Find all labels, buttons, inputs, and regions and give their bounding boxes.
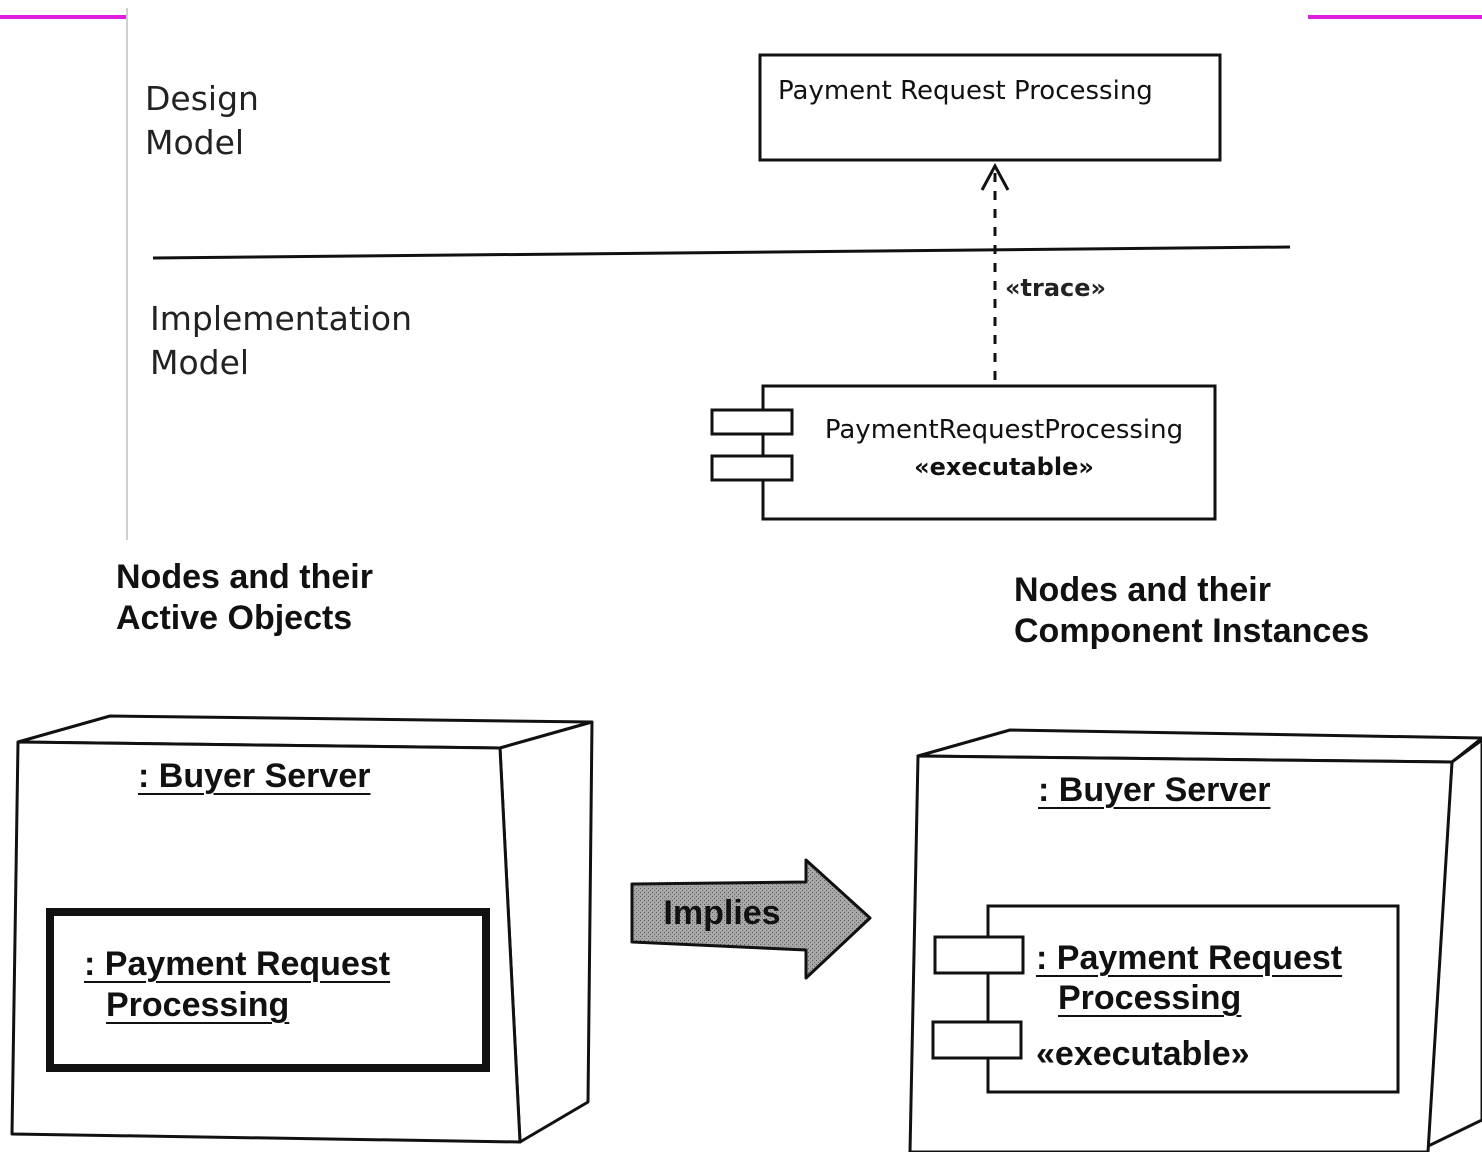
right-panel-heading-line2: Component Instances [1014,612,1370,650]
left-node-name: : Buyer Server [138,757,371,795]
right-panel-heading-line1: Nodes and their [1014,571,1271,609]
component-tab-top [710,408,794,436]
trace-stereotype-label: «trace» [1005,274,1107,302]
left-panel-heading: Nodes and their Active Objects [116,557,373,639]
left-active-object-line2: Processing [106,986,290,1024]
right-component-tab-top [933,935,1025,975]
implementation-model-label-line1: Implementation [150,299,413,338]
left-panel-heading-line2: Active Objects [116,599,353,637]
design-model-label: Design Model [145,77,259,165]
right-component-label: : Payment Request Processing [1036,938,1342,1018]
implementation-component-name: PaymentRequestProcessing [824,415,1184,445]
left-active-object-label: : Payment Request Processing [84,944,390,1026]
right-component-line1: : Payment Request [1036,939,1343,977]
implies-arrow [630,858,872,980]
left-active-object-box [46,908,490,1072]
left-panel-heading-line1: Nodes and their [116,558,373,596]
design-model-label-line2: Model [145,123,245,162]
design-class-name: Payment Request Processing [778,76,1153,106]
right-component-tab-bottom [931,1020,1023,1060]
implies-label: Implies [663,894,781,932]
right-panel-heading: Nodes and their Component Instances [1014,570,1369,652]
right-component-box [986,904,1400,1094]
component-tab-bottom [710,454,794,482]
implementation-model-label-line2: Model [150,343,250,382]
model-separator-line [152,245,1291,260]
left-active-object-line1: : Payment Request [84,945,391,983]
trace-arrowhead [980,162,1010,191]
right-node-name: : Buyer Server [1038,771,1271,809]
implementation-model-label: Implementation Model [150,297,412,385]
implementation-component-stereotype: «executable» [914,453,1094,481]
design-model-label-line1: Design [145,79,259,118]
design-class-box [758,53,1222,162]
right-component-stereotype: «executable» [1036,1035,1250,1073]
right-component-line2: Processing [1058,979,1242,1017]
implementation-component-box [761,384,1217,521]
